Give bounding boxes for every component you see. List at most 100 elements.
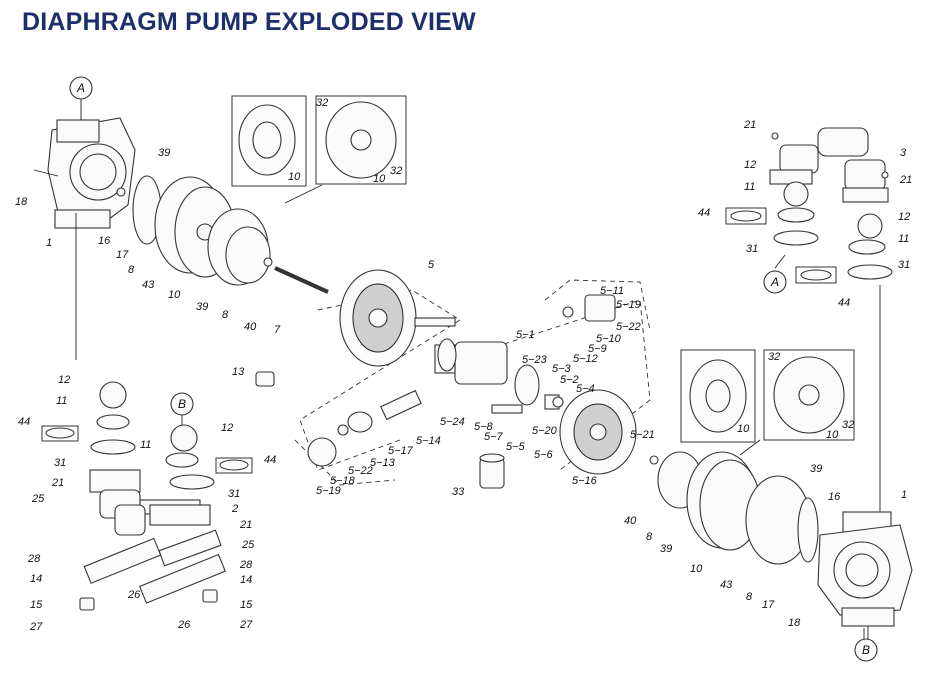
part-label: 8 <box>128 264 135 276</box>
part-label: 5−24 <box>440 416 465 428</box>
part-label: 28 <box>27 553 41 565</box>
left-manifold <box>79 469 226 611</box>
part-label: 5−6 <box>534 449 554 461</box>
part-label: 21 <box>51 477 64 489</box>
left-pump-body <box>33 117 136 229</box>
right-pump-body <box>817 511 913 640</box>
part-label: 18 <box>788 617 801 629</box>
part-label: 10 <box>373 173 386 185</box>
part-label: 25 <box>31 493 45 505</box>
part-label: 1 <box>46 237 52 249</box>
part-label: 10 <box>690 563 703 575</box>
part-label: 40 <box>244 321 257 333</box>
part-label: 43 <box>142 279 155 291</box>
part-label: 44 <box>838 297 850 309</box>
callout-b-bottom: B <box>854 638 878 662</box>
part-label: 5−18 <box>330 475 356 487</box>
part-label: 14 <box>240 574 252 586</box>
part-label: 43 <box>720 579 733 591</box>
part-label: 44 <box>264 454 276 466</box>
part-label: 5−5 <box>506 441 526 453</box>
part-label: 31 <box>228 488 240 500</box>
part-label: 39 <box>660 543 672 555</box>
page-title: DIAPHRAGM PUMP EXPLODED VIEW <box>22 8 476 36</box>
part-label: 5−12 <box>573 353 598 365</box>
left-diaphragm-boxes <box>231 95 407 204</box>
part-label: 17 <box>762 599 775 611</box>
part-label: 17 <box>116 249 129 261</box>
part-label: 27 <box>239 619 253 631</box>
right-diaphragm-boxes <box>680 349 855 456</box>
part-label: 5−2 <box>560 374 579 386</box>
part-label: 11 <box>898 233 909 245</box>
part-label: 5−9 <box>588 343 607 355</box>
callout-a-top: A <box>69 76 93 100</box>
part-label: 5−10 <box>596 333 622 345</box>
part-labels: 18 1 16 17 8 43 10 39 39 8 40 7 32 10 10… <box>15 97 912 633</box>
part-label: 11 <box>744 181 755 193</box>
part-label: 39 <box>810 463 822 475</box>
part-label: 26 <box>177 619 191 631</box>
svg-text:A: A <box>76 81 85 95</box>
part-label: 10 <box>826 429 839 441</box>
part-label: 39 <box>158 147 170 159</box>
part-label: 16 <box>828 491 841 503</box>
part-label: 33 <box>452 486 465 498</box>
center-small-parts <box>255 371 564 489</box>
left-gaskets-diaphragms <box>116 175 329 294</box>
part-label: 21 <box>743 119 756 131</box>
part-label: 15 <box>240 599 253 611</box>
part-label: 25 <box>241 539 255 551</box>
svg-text:B: B <box>178 397 186 411</box>
part-label: 5−3 <box>552 363 572 375</box>
part-label: 5−8 <box>474 421 494 433</box>
part-label: 15 <box>30 599 43 611</box>
center-right-housing <box>559 294 637 475</box>
right-upper-seats <box>725 181 893 520</box>
part-label: 5−23 <box>522 354 548 366</box>
part-label: 5−19 <box>616 299 641 311</box>
part-label: 10 <box>737 423 750 435</box>
callout-b-left: B <box>170 392 194 416</box>
part-label: 5−1 <box>516 329 535 341</box>
part-label: 21 <box>899 174 912 186</box>
part-label: 16 <box>98 235 111 247</box>
part-label: 2 <box>231 503 238 515</box>
part-label: 5−4 <box>576 383 595 395</box>
part-label: 10 <box>168 289 181 301</box>
part-label: 26 <box>127 589 141 601</box>
part-label: 13 <box>232 366 245 378</box>
part-label: 21 <box>239 519 252 531</box>
part-label: 8 <box>222 309 229 321</box>
part-label: 5−11 <box>600 285 624 297</box>
right-upper-manifold <box>769 127 889 203</box>
part-label: 5−22 <box>348 465 373 477</box>
part-label: 14 <box>30 573 42 585</box>
part-label: 28 <box>239 559 253 571</box>
part-label: 39 <box>196 301 208 313</box>
part-label: 44 <box>18 416 30 428</box>
part-label: 5−13 <box>370 457 396 469</box>
part-label: 32 <box>768 351 780 363</box>
part-label: 18 <box>15 196 28 208</box>
part-label: 5−21 <box>630 429 655 441</box>
part-label: 32 <box>390 165 402 177</box>
part-label: 11 <box>140 439 151 451</box>
part-label: 10 <box>288 171 301 183</box>
svg-text:B: B <box>862 643 870 657</box>
part-label: 31 <box>898 259 910 271</box>
left-lower-seats <box>41 213 253 490</box>
part-label: 5−19 <box>316 485 341 497</box>
part-label: 44 <box>698 207 710 219</box>
part-label: 27 <box>29 621 43 633</box>
part-label: 32 <box>842 419 854 431</box>
part-label: 5−16 <box>572 475 598 487</box>
center-motor-housing <box>339 269 540 414</box>
part-label: 40 <box>624 515 637 527</box>
leader-lines <box>80 98 865 640</box>
part-label: 12 <box>898 211 910 223</box>
part-label: 5−17 <box>388 445 414 457</box>
part-label: 5 <box>428 259 435 271</box>
part-label: 31 <box>746 243 758 255</box>
part-label: 31 <box>54 457 66 469</box>
